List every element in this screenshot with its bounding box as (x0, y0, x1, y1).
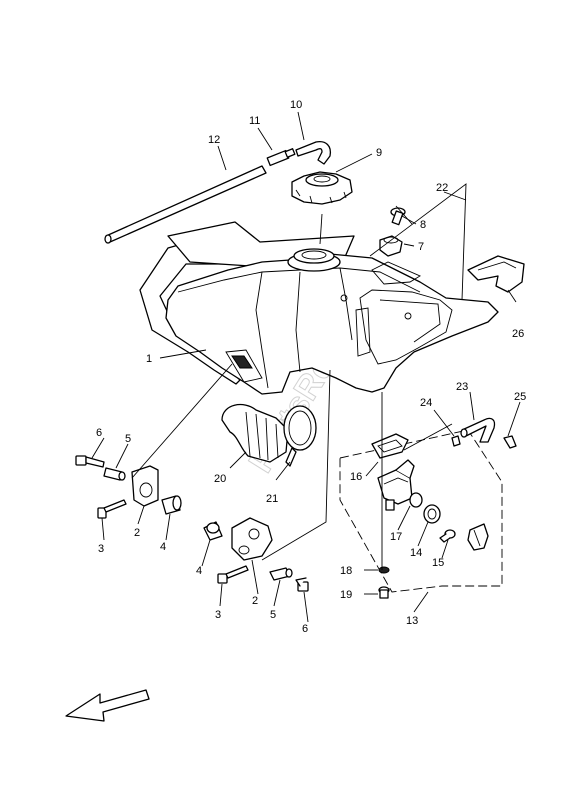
hose-clip-25[interactable] (503, 435, 517, 449)
callout-4-left: 4 (160, 541, 166, 553)
bracket-2-center[interactable] (231, 517, 273, 561)
callout-6-center: 6 (302, 623, 308, 635)
drain-screw-19[interactable] (378, 586, 390, 599)
callout-15: 15 (432, 557, 444, 569)
callout-16: 16 (350, 471, 362, 483)
callout-1: 1 (146, 353, 152, 365)
callout-2-left: 2 (134, 527, 140, 539)
breather-hose[interactable] (104, 165, 267, 244)
rubber-damper[interactable] (221, 403, 289, 463)
spacer-5-left[interactable] (103, 467, 126, 481)
center-bracket-group (203, 517, 309, 592)
gasket-16[interactable] (371, 433, 409, 459)
callout-24: 24 (420, 397, 432, 409)
bracket-2-left[interactable] (131, 465, 159, 507)
callout-labels: 1 10 11 12 9 22 8 7 26 23 25 24 6 5 20 2… (96, 99, 526, 635)
callout-3-left: 3 (98, 543, 104, 555)
callout-18: 18 (340, 565, 352, 577)
collar-7[interactable] (379, 235, 403, 257)
fuel-cock-assembly (339, 429, 503, 599)
spacer-5-center[interactable] (269, 567, 293, 581)
callout-14: 14 (410, 547, 422, 559)
guide-lines (131, 183, 467, 570)
callout-2-center: 2 (252, 595, 258, 607)
callout-6-left: 6 (96, 427, 102, 439)
hose-clip-24[interactable] (451, 435, 461, 447)
callout-21: 21 (266, 493, 278, 505)
fuel-tank[interactable] (165, 253, 499, 395)
bolt-6-left[interactable] (75, 455, 105, 468)
fuel-cock-boundary (339, 429, 503, 593)
callout-19: 19 (340, 589, 352, 601)
callout-22: 22 (436, 182, 448, 194)
bent-breather-pipe[interactable] (295, 140, 332, 165)
callout-9: 9 (376, 147, 382, 159)
callout-4-center: 4 (196, 565, 202, 577)
bolt-3-center[interactable] (217, 565, 249, 584)
callout-8: 8 (420, 219, 426, 231)
callout-5-center: 5 (270, 609, 276, 621)
o-ring-14[interactable] (423, 504, 441, 524)
screw-15[interactable] (439, 529, 456, 543)
damper-4-center[interactable] (203, 521, 223, 541)
tank-bracket-cover[interactable] (467, 255, 525, 293)
callout-20: 20 (214, 473, 226, 485)
callout-23: 23 (456, 381, 468, 393)
leader-lines (91, 111, 521, 623)
bolt-8[interactable] (390, 207, 406, 226)
callout-17: 17 (390, 531, 402, 543)
hose-fitting[interactable] (266, 148, 296, 167)
tank-band[interactable] (283, 405, 317, 467)
callout-12: 12 (208, 134, 220, 146)
callout-7: 7 (418, 241, 424, 253)
fuel-cock-body[interactable] (377, 459, 415, 511)
left-bracket-group (75, 455, 182, 519)
bolt-3-left[interactable] (97, 499, 127, 519)
filler-neck (287, 248, 341, 272)
front-direction-arrow (65, 689, 150, 722)
callout-5-left: 5 (125, 433, 131, 445)
fuel-pipe[interactable] (460, 417, 496, 443)
seal-17[interactable] (409, 492, 423, 508)
callout-10: 10 (290, 99, 302, 111)
callout-13: 13 (406, 615, 418, 627)
fuel-cap[interactable] (291, 171, 353, 205)
callout-11: 11 (249, 115, 260, 127)
washer-18[interactable] (378, 566, 390, 574)
callout-26: 26 (512, 328, 524, 340)
callout-25: 25 (514, 391, 526, 403)
lever-plate[interactable] (467, 523, 489, 551)
bolt-6-center[interactable] (295, 577, 309, 592)
callout-3-center: 3 (215, 609, 221, 621)
damper-4-left[interactable] (161, 495, 182, 515)
